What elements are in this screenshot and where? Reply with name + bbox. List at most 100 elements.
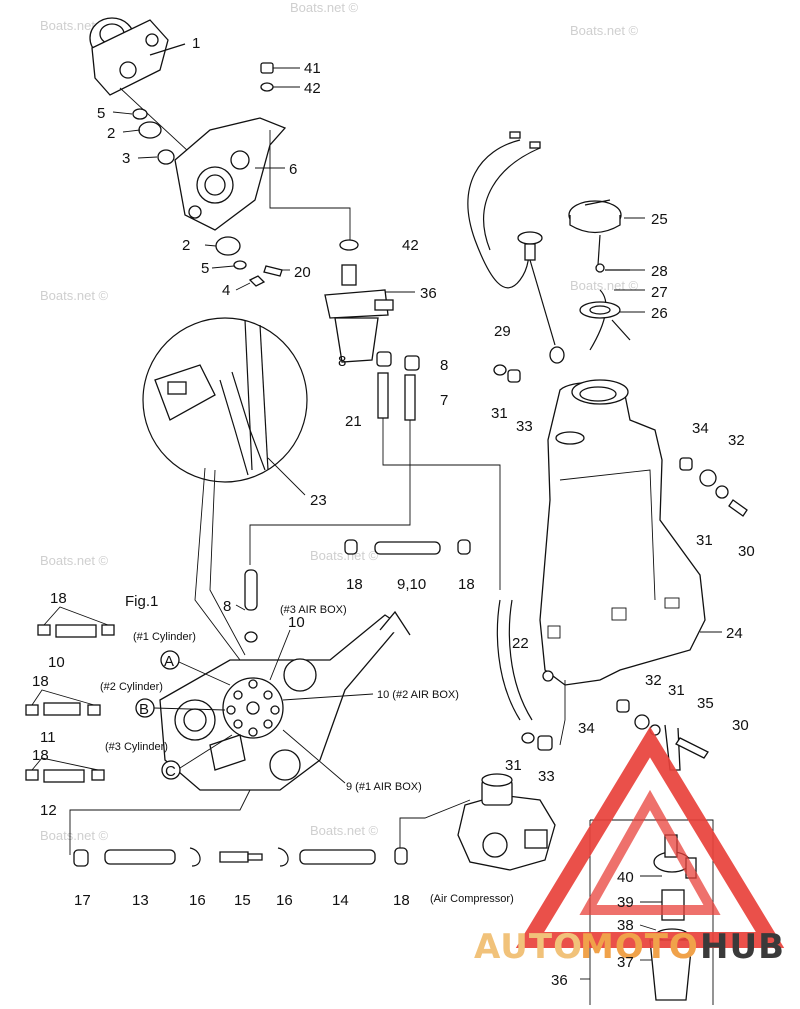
callout: 7: [440, 392, 448, 409]
callout: 38: [617, 917, 634, 934]
callout: 18: [32, 673, 49, 690]
svg-text:(#1 Cylinder): (#1 Cylinder): [133, 631, 196, 643]
callout: 8: [223, 598, 231, 615]
callout: 33: [516, 418, 533, 435]
bracket-part-6: [174, 117, 351, 240]
hose-part-22: [496, 599, 566, 746]
compressor-label: (Air Compressor): [430, 893, 514, 905]
svg-text:Boats.net ©: Boats.net ©: [40, 828, 109, 843]
callout: 35: [697, 695, 714, 712]
callout: 17: [74, 892, 91, 909]
callout: 36: [420, 285, 437, 302]
callout: 5: [97, 105, 105, 122]
callout: 30: [738, 543, 755, 560]
logo-auto: AUTO: [474, 927, 583, 967]
svg-text:Boats.net ©: Boats.net ©: [570, 23, 639, 38]
fuel-filter-part-36: [324, 239, 415, 363]
svg-text:Boats.net ©: Boats.net ©: [40, 18, 109, 33]
svg-text:Boats.net ©: Boats.net ©: [40, 288, 109, 303]
svg-text:Boats.net ©: Boats.net ©: [290, 0, 359, 15]
callout: 8: [338, 353, 346, 370]
callout: 8: [440, 357, 448, 374]
callout: 22: [512, 635, 529, 652]
callout: 28: [651, 263, 668, 280]
svg-text:10 (#2 AIR BOX): 10 (#2 AIR BOX): [377, 689, 459, 701]
callout: 12: [40, 802, 57, 819]
callout: 42: [304, 80, 321, 97]
small-parts-5-2-3: [112, 108, 175, 165]
callout: 33: [538, 768, 555, 785]
svg-text:A: A: [164, 653, 174, 670]
svg-text:9 (#1 AIR BOX): 9 (#1 AIR BOX): [346, 781, 422, 793]
callout: 25: [651, 211, 668, 228]
air-compressor: [457, 773, 556, 871]
svg-text:(#2 Cylinder): (#2 Cylinder): [100, 681, 163, 693]
callout: 5: [201, 260, 209, 277]
callout: 31: [668, 682, 685, 699]
callout: 10: [288, 614, 305, 631]
callout: 18: [32, 747, 49, 764]
callout: 31: [491, 405, 508, 422]
autotmotohub-logo: AUTO MOTO HUB: [474, 726, 785, 967]
callout: 1: [192, 35, 200, 52]
wire-harness: [467, 131, 541, 289]
callout: 29: [494, 323, 511, 340]
callout: 4: [222, 282, 230, 299]
fuel-pump-part-1: [89, 17, 231, 191]
callout: 27: [651, 284, 668, 301]
callout: 37: [617, 954, 634, 971]
callout: 6: [289, 161, 297, 178]
callout: 39: [617, 894, 634, 911]
svg-text:Boats.net ©: Boats.net ©: [310, 548, 379, 563]
logo-hub: HUB: [700, 927, 785, 967]
tank-cap-part-25: [568, 199, 645, 351]
callout: 34: [578, 720, 595, 737]
zoom-circle: [142, 317, 308, 661]
callout: 31: [505, 757, 522, 774]
fig1-section: Fig.1 A B C: [25, 569, 459, 793]
callout: 30: [732, 717, 749, 734]
small-parts-lower: [204, 236, 290, 291]
callout: 42: [402, 237, 419, 254]
svg-text:Boats.net ©: Boats.net ©: [310, 823, 379, 838]
callout: 23: [310, 492, 327, 509]
callout: 14: [332, 892, 349, 909]
svg-text:Boats.net ©: Boats.net ©: [570, 278, 639, 293]
callout: 9,10: [397, 576, 426, 593]
logo-moto: MOTO: [580, 927, 699, 967]
callout: 36: [551, 972, 568, 989]
hose-set-9-10: [344, 539, 471, 555]
callout: 10: [48, 654, 65, 671]
callout: 31: [696, 532, 713, 549]
oil-tank-part-24: [539, 379, 722, 686]
callout-numbers: 1 41 42 5 2 3 6 42 2 5 20 4 36 8 8 21 7 …: [32, 35, 755, 989]
callout: 20: [294, 264, 311, 281]
svg-text:(#3 Cylinder): (#3 Cylinder): [105, 741, 168, 753]
svg-text:C: C: [165, 763, 176, 780]
callout: 41: [304, 60, 321, 77]
svg-text:Boats.net ©: Boats.net ©: [40, 553, 109, 568]
callout: 40: [617, 869, 634, 886]
callout: 34: [692, 420, 709, 437]
callout: 15: [234, 892, 251, 909]
callout: 18: [458, 576, 475, 593]
callout: 3: [122, 150, 130, 167]
callout: 11: [40, 729, 56, 746]
fig-label: Fig.1: [125, 593, 158, 610]
nut-washer-41-42: [260, 62, 300, 92]
hoses-7-21: [249, 351, 501, 590]
callout: 2: [107, 125, 115, 142]
svg-text:B: B: [139, 701, 149, 718]
bottom-hose-line: [69, 789, 471, 867]
callout: 21: [345, 413, 362, 430]
callout: 16: [276, 892, 293, 909]
callout: 32: [645, 672, 662, 689]
callout: 26: [651, 305, 668, 322]
level-sender-part-29: [517, 231, 565, 364]
callout: 18: [393, 892, 410, 909]
svg-text:(#3 AIR BOX): (#3 AIR BOX): [280, 604, 347, 616]
callout: 24: [726, 625, 743, 642]
callout: 18: [50, 590, 67, 607]
